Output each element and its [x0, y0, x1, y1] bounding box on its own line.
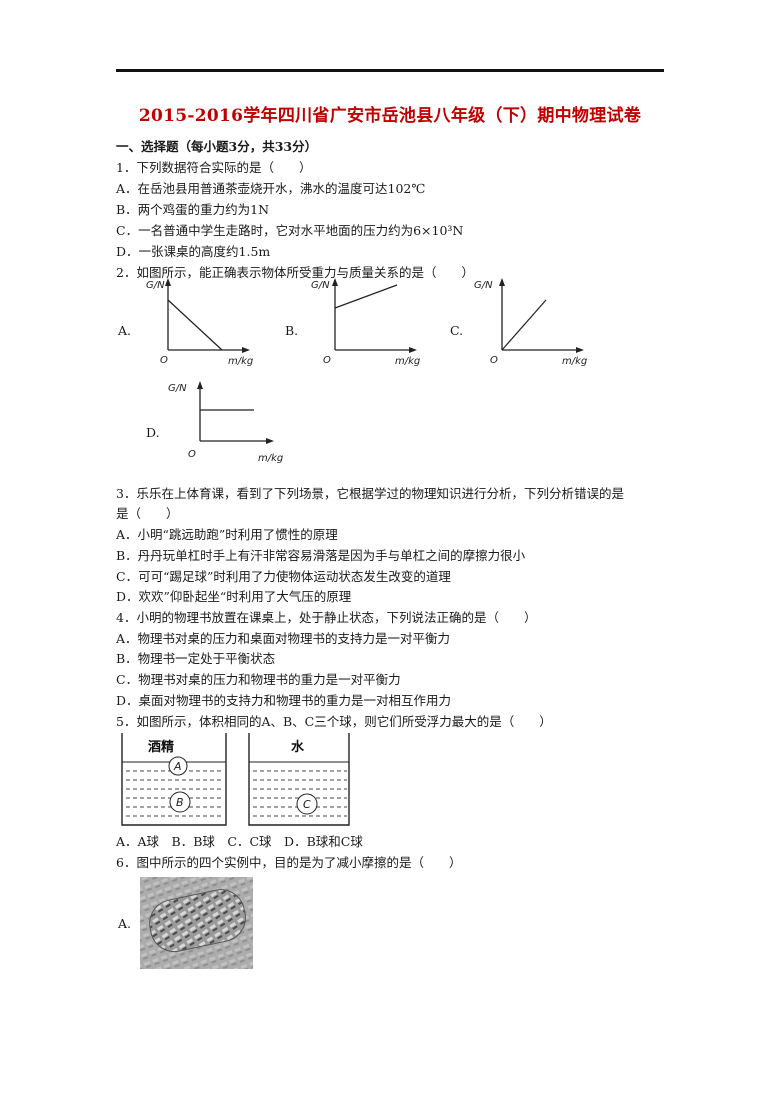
beaker-water: 水 C — [248, 733, 350, 826]
question-1-option-c: C．一名普通中学生走路时，它对水平地面的压力约为6×10³N — [116, 223, 464, 238]
question-3-stem-cont: 是（ ） — [116, 506, 179, 521]
ball-a: A — [168, 756, 188, 776]
question-5-options: A．A球 B．B球 C．C球 D．B球和C球 — [116, 834, 363, 849]
graph-d: G/N O m/kg — [168, 381, 283, 464]
graph-a-label: A. — [118, 323, 132, 338]
beaker-alcohol-label: 酒精 — [148, 739, 174, 755]
graph-d-origin: O — [188, 449, 196, 460]
graph-c-x-label: m/kg — [562, 356, 587, 367]
beaker-alcohol: 酒精 A B — [121, 733, 227, 826]
ball-b: B — [169, 791, 191, 813]
svg-text:C: C — [303, 798, 311, 811]
graph-c-origin: O — [490, 355, 498, 366]
graph-b-origin: O — [323, 355, 331, 366]
question-4-option-a: A．物理书对桌的压力和桌面对物理书的支持力是一对平衡力 — [116, 631, 451, 646]
graph-d-label: D. — [146, 425, 160, 440]
graph-a-origin: O — [160, 355, 168, 366]
question-5-stem: 5．如图所示，体积相同的A、B、C三个球，则它们所受浮力最大的是（ ） — [116, 714, 552, 729]
graph-b-x-label: m/kg — [395, 356, 420, 367]
graph-b-y-label: G/N — [311, 280, 330, 291]
graph-a-y-label: G/N — [146, 280, 165, 291]
question-3-option-d: D．欢欢”仰卧起坐“时利用了大气压的原理 — [116, 589, 352, 604]
question-4-stem: 4．小明的物理书放置在课桌上，处于静止状态，下列说法正确的是（ ） — [116, 610, 537, 625]
graph-c-y-label: G/N — [474, 280, 493, 291]
question-3-option-c: C．可可“踢足球”时利用了力使物体运动状态发生改变的道理 — [116, 569, 451, 584]
question-3-stem: 3．乐乐在上体育课，看到了下列场景，它根据学过的物理知识进行分析，下列分析错误的… — [116, 486, 624, 501]
graph-b: G/N O m/kg — [311, 278, 420, 367]
question-2-stem: 2．如图所示，能正确表示物体所受重力与质量关系的是（ ） — [116, 265, 474, 280]
graph-a: G/N O m/kg — [146, 278, 253, 367]
question-4-option-d: D．桌面对物理书的支持力和物理书的重力是一对相互作用力 — [116, 693, 452, 708]
question-6-stem: 6．图中所示的四个实例中，目的是为了减小摩擦的是（ ） — [116, 855, 462, 870]
graph-d-y-label: G/N — [168, 383, 187, 394]
graph-c-label: C. — [450, 323, 464, 338]
question-1-option-d: D．一张课桌的高度约1.5m — [116, 244, 271, 259]
question-1-stem: 1．下列数据符合实际的是（ ） — [116, 160, 312, 175]
question-3-option-b: B．丹丹玩单杠时手上有汗非常容易滑落是因为手与单杠之间的摩擦力很小 — [116, 548, 526, 563]
question-1-option-b: B．两个鸡蛋的重力约为1N — [116, 202, 270, 217]
page-title: 2015-2016学年四川省广安市岳池县八年级（下）期中物理试卷 — [138, 106, 642, 126]
question-1-option-a: A．在岳池县用普通茶壶烧开水，沸水的温度可达102℃ — [116, 181, 426, 196]
graph-d-x-label: m/kg — [258, 453, 283, 464]
question-3-option-a: A．小明“跳远助跑”时利用了惯性的原理 — [116, 527, 338, 542]
beaker-water-label: 水 — [291, 739, 305, 755]
graph-c: G/N O m/kg — [474, 278, 587, 367]
tire-tread-photo — [140, 877, 253, 969]
svg-text:A: A — [173, 760, 182, 773]
graph-b-label: B. — [285, 323, 299, 338]
question-4-option-c: C．物理书对桌的压力和物理书的重力是一对平衡力 — [116, 672, 401, 687]
svg-text:B: B — [176, 796, 184, 809]
question-4-option-b: B．物理书一定处于平衡状态 — [116, 651, 276, 666]
ball-c: C — [296, 793, 318, 815]
question-6-option-a-label: A. — [118, 916, 132, 931]
section-heading: 一、选择题（每小题3分，共33分） — [116, 139, 318, 154]
graph-a-x-label: m/kg — [228, 356, 253, 367]
header-rule — [116, 69, 664, 72]
